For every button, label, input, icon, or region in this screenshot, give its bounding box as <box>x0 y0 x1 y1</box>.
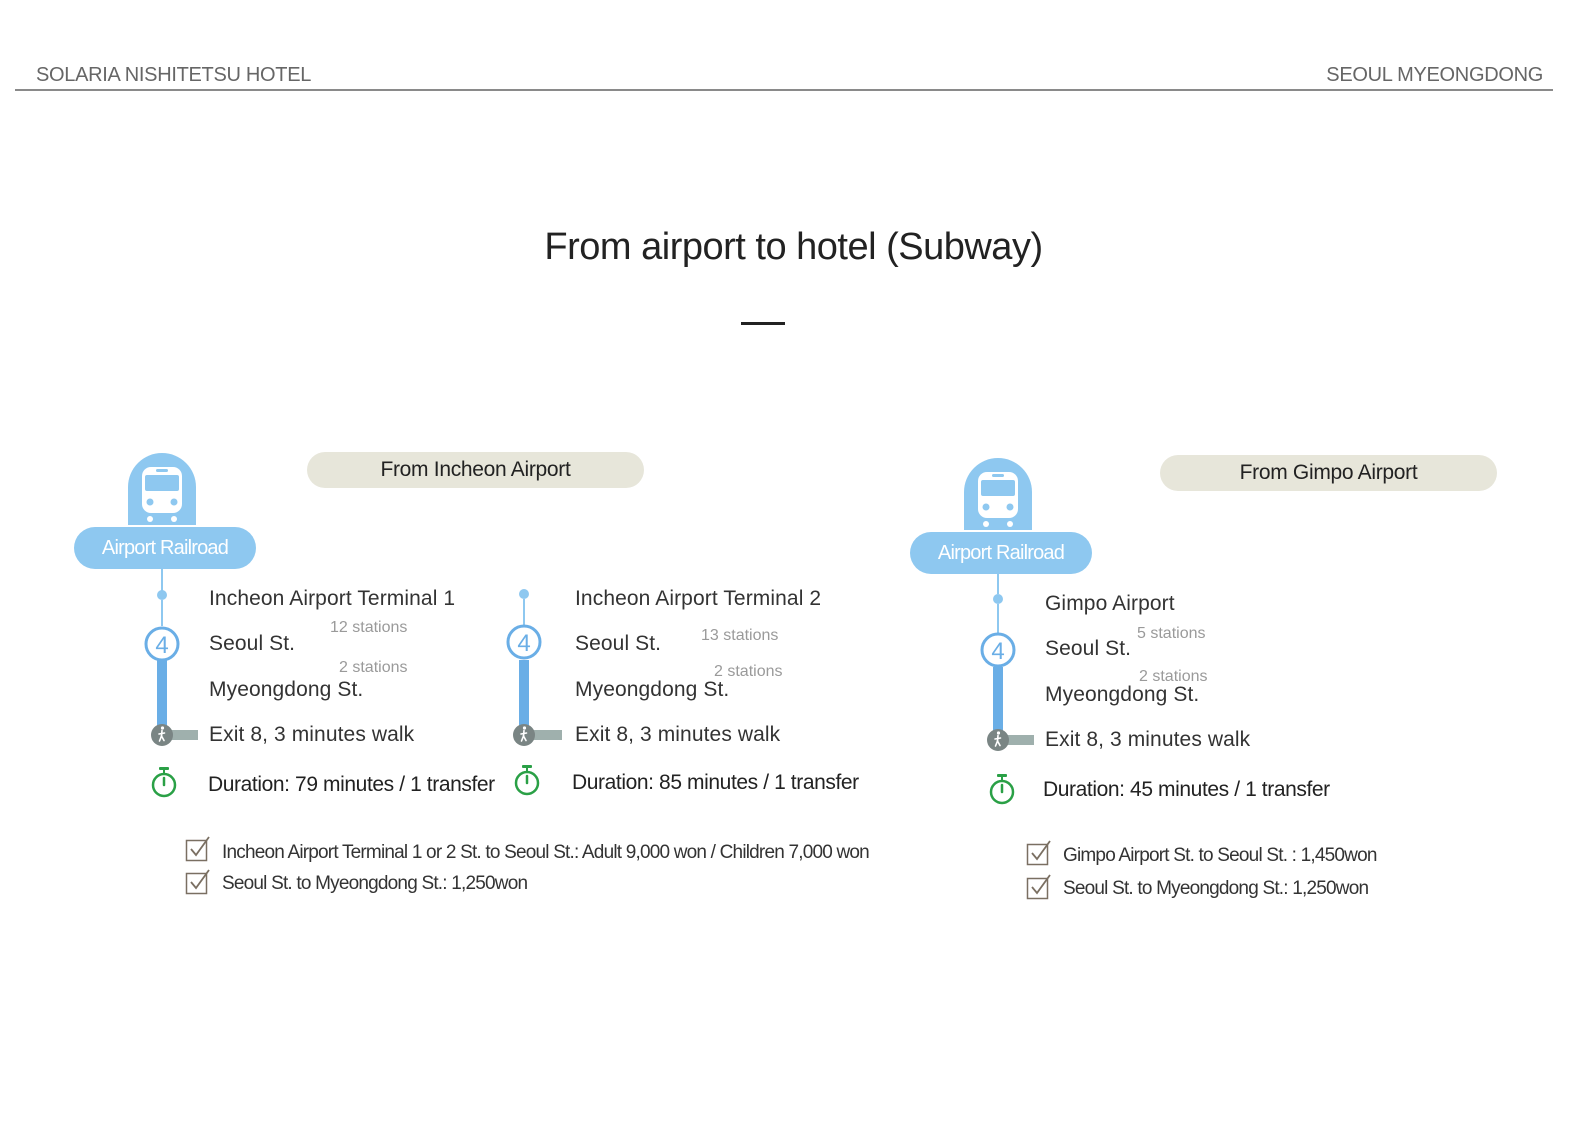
title-divider <box>741 322 785 325</box>
fare-incheon-to-seoul: Incheon Airport Terminal 1 or 2 St. to S… <box>222 842 870 863</box>
stop-origin-gimpo: Gimpo Airport <box>1045 592 1175 615</box>
stopwatch-icon <box>151 767 177 798</box>
exit-walk-info: Exit 8, 3 minutes walk <box>575 723 781 746</box>
airport-railroad-badge: Airport Railroad <box>74 527 256 569</box>
checkbox-icon <box>185 869 210 895</box>
duration-terminal1: Duration: 79 minutes / 1 transfer <box>208 773 495 796</box>
walk-icon <box>158 726 166 742</box>
airport-railroad-badge: Airport Railroad <box>910 532 1092 574</box>
walk-icon <box>520 726 528 742</box>
leg2-station-count: 2 stations <box>714 663 783 680</box>
exit-walk-info: Exit 8, 3 minutes walk <box>1045 728 1251 751</box>
header-divider <box>15 89 1553 91</box>
gimpo-section-label: From Gimpo Airport <box>1160 455 1497 491</box>
checkbox-icon <box>1026 874 1051 900</box>
duration-terminal2: Duration: 85 minutes / 1 transfer <box>572 771 859 794</box>
stop-arrival: Myeongdong St. <box>575 678 730 701</box>
duration-gimpo: Duration: 45 minutes / 1 transfer <box>1043 778 1330 801</box>
line-4-badge: 4 <box>991 638 1004 665</box>
incheon-section-label: From Incheon Airport <box>307 452 644 488</box>
stop-transfer: Seoul St. <box>575 632 662 655</box>
fare-gimpo-to-seoul: Gimpo Airport St. to Seoul St. : 1,450wo… <box>1063 845 1377 866</box>
exit-walk-info: Exit 8, 3 minutes walk <box>209 723 415 746</box>
stop-arrival: Myeongdong St. <box>209 678 364 701</box>
leg2-station-count: 2 stations <box>1139 668 1208 685</box>
line-4-badge: 4 <box>155 632 168 659</box>
leg1-station-count: 5 stations <box>1137 625 1206 642</box>
stop-arrival: Myeongdong St. <box>1045 683 1200 706</box>
leg1-station-count: 12 stations <box>330 619 408 636</box>
hotel-location: SEOUL MYEONGDONG <box>1326 64 1543 86</box>
route-line-gimpo: 4 <box>980 573 1034 751</box>
hotel-name: SOLARIA NISHITETSU HOTEL <box>36 64 312 86</box>
line-4-badge: 4 <box>517 630 530 657</box>
stopwatch-icon <box>514 765 540 796</box>
fare-seoul-to-myeongdong: Seoul St. to Myeongdong St.: 1,250won <box>1063 878 1369 899</box>
train-icon <box>128 453 196 525</box>
stop-origin-terminal2: Incheon Airport Terminal 2 <box>575 587 822 610</box>
train-icon <box>964 458 1032 530</box>
fare-seoul-to-myeongdong: Seoul St. to Myeongdong St.: 1,250won <box>222 873 528 894</box>
leg2-station-count: 2 stations <box>339 659 408 676</box>
stopwatch-icon <box>989 774 1015 805</box>
checkbox-icon <box>1026 840 1051 866</box>
page-title: From airport to hotel (Subway) <box>544 226 1043 268</box>
leg1-station-count: 13 stations <box>701 627 779 644</box>
walk-icon <box>994 731 1002 747</box>
checkbox-icon <box>185 836 210 862</box>
stop-transfer: Seoul St. <box>209 632 296 655</box>
route-line-terminal1: 4 <box>144 568 198 746</box>
route-line-terminal2: 4 <box>506 589 562 746</box>
stop-origin-terminal1: Incheon Airport Terminal 1 <box>209 587 456 610</box>
stop-transfer: Seoul St. <box>1045 637 1132 660</box>
